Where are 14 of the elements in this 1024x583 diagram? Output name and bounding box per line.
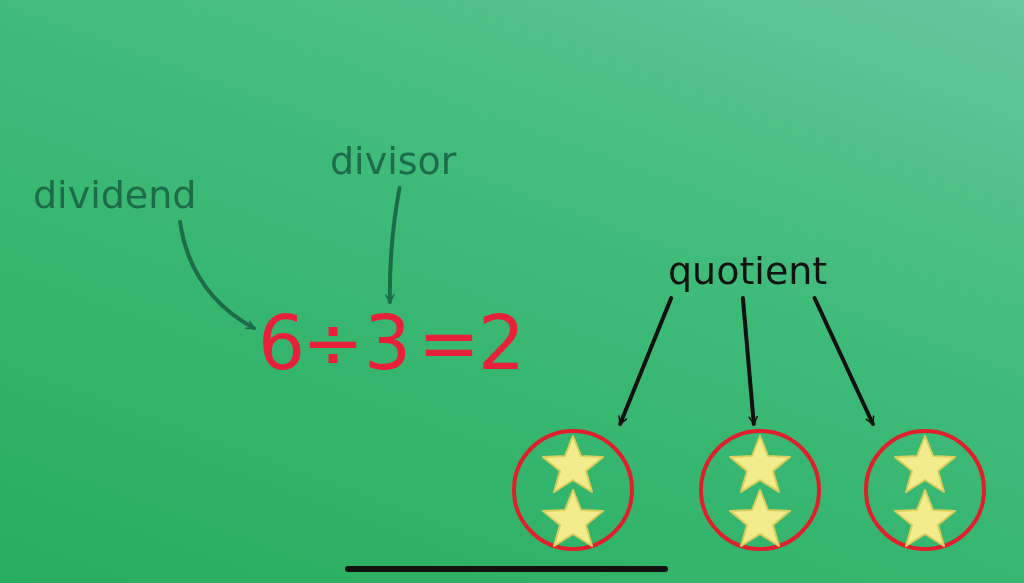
arrow [740, 296, 758, 426]
operator-symbol: = [418, 306, 480, 380]
star-group-circle [698, 428, 822, 552]
star-group-circle [863, 428, 987, 552]
arrow [178, 220, 256, 331]
term-label: divisor [330, 142, 457, 180]
arrow [812, 296, 875, 426]
arrow [385, 186, 402, 304]
term-label: quotient [668, 252, 828, 290]
term-label: dividend [33, 176, 197, 214]
answer-number: 2 [478, 306, 526, 380]
star-group-circle [511, 428, 635, 552]
equation-number: 3 [364, 306, 412, 380]
arrow [618, 296, 674, 426]
